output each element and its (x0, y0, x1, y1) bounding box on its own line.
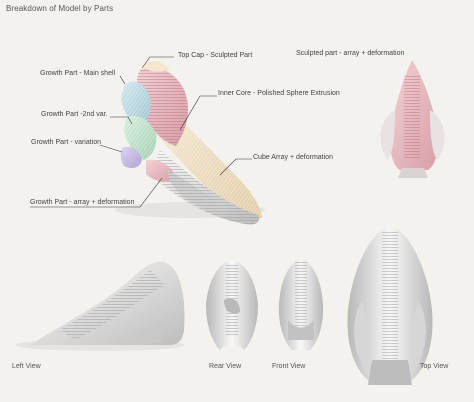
callout-growth-variation: Growth Part - variation (31, 139, 102, 146)
top-view-render (347, 225, 433, 385)
callout-top-cap: Top Cap - Sculpted Part (178, 52, 253, 59)
front-view-render (278, 258, 324, 350)
callout-sculpted-part: Sculpted part - array + deformation (296, 50, 405, 57)
top-view-label: Top View (420, 363, 449, 370)
callout-growth-2nd-var: Growth Part -2nd var. (41, 111, 108, 118)
sculpted-part-render (380, 60, 445, 178)
callout-leaders (30, 56, 252, 208)
front-view-label: Front View (272, 363, 306, 370)
page-title: Breakdown of Model by Parts (6, 4, 114, 13)
callout-inner-core: Inner Core - Polished Sphere Extrusion (218, 90, 340, 97)
rear-view-label: Rear View (209, 363, 242, 370)
callout-growth-main-shell: Growth Part - Main shell (40, 70, 116, 77)
left-view-label: Left View (12, 363, 41, 370)
rear-view-render (206, 260, 258, 350)
left-view-render (15, 261, 185, 351)
callout-growth-array: Growth Part - array + deformation (30, 199, 135, 206)
callout-cube-array: Cube Array + deformation (253, 154, 333, 161)
main-exploded-model (115, 61, 265, 225)
